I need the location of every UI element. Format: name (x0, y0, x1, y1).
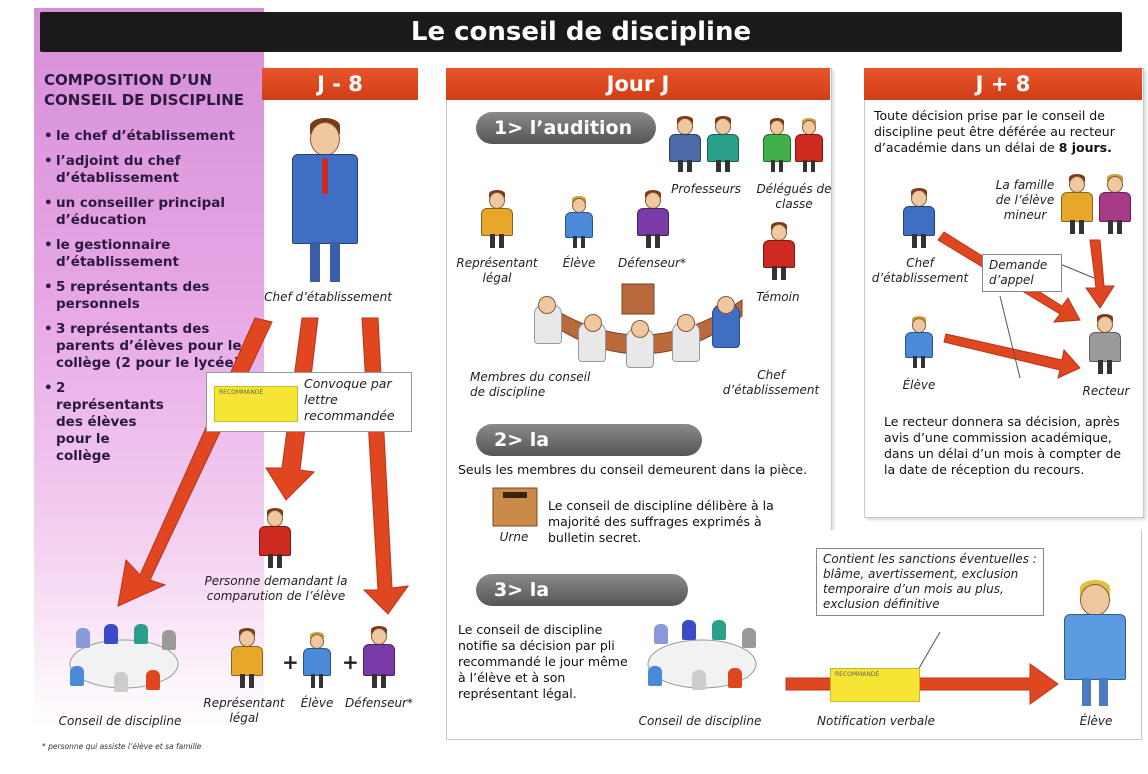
conseil-label-j8: Conseil de discipline (58, 714, 182, 728)
composition-heading: COMPOSITION D’UN CONSEIL DE DISCIPLINE (44, 71, 245, 109)
composition-item: 2 représentants des élèves pour le collè… (44, 380, 164, 465)
header-j-plus-8: J + 8 (864, 68, 1142, 100)
notifie-text: Le conseil de discipline notifie sa déci… (458, 622, 628, 701)
rep-legal-figure (230, 628, 264, 690)
jplus8-intro-text: Toute décision prise par le conseil de d… (874, 108, 1115, 155)
defenseur-figure (362, 626, 396, 690)
header-jour-j: Jour J (446, 68, 830, 100)
jourj-eleve-label: Élève (562, 256, 596, 270)
jplus8-eleve-label: Élève (902, 378, 936, 392)
seuls-text: Seuls les membres du conseil demeurent d… (458, 462, 808, 477)
plus-sign: + (342, 650, 359, 674)
page-title: Le conseil de discipline (40, 12, 1122, 52)
membres-seated-group (534, 296, 744, 374)
composition-item: l’adjoint du chef d’établissement (44, 153, 250, 187)
temoin-figure (762, 222, 796, 282)
plus-sign: + (282, 650, 299, 674)
recteur-label: Recteur (1082, 384, 1130, 398)
conseil-group-notif (644, 618, 764, 698)
membres-label: Membres du conseil de discipline (470, 370, 591, 399)
jplus8-eleve-figure (904, 316, 934, 370)
composition-item: 5 représentants des personnels (44, 279, 250, 313)
jourj-defenseur-label: Défenseur* (617, 256, 686, 270)
recteur-decision: Le recteur donnera sa décision, après av… (884, 414, 1122, 477)
chef-label: Chef d’établissement (264, 290, 392, 304)
footnote: * personne qui assiste l’élève et sa fam… (42, 742, 202, 751)
envelope-icon: RECOMMANDÉ (214, 386, 298, 422)
jplus8-chef-label: Chef d’établissement (871, 256, 969, 285)
sanctions-callout: Contient les sanctions éventuelles : blâ… (816, 548, 1044, 616)
step-deliberation: 2> la délibération (476, 424, 702, 483)
notif-verbale-label: Notification verbale (817, 714, 935, 728)
eleve-figure (302, 632, 332, 690)
jourj-rep-legal-figure (480, 190, 514, 250)
step-notification: 3> la notification (476, 574, 688, 633)
conseil-label-notif: Conseil de discipline (638, 714, 762, 728)
personne-label: Personne demandant la comparution de l’é… (204, 574, 348, 603)
eleve-final-label: Élève (1079, 714, 1113, 728)
defenseur-label: Défenseur* (344, 696, 413, 710)
step-audition: 1> l’audition (476, 112, 656, 144)
composition-item: le chef d’établissement (44, 128, 250, 145)
delibere-text: Le conseil de discipline délibère à la m… (548, 498, 774, 545)
famille-group (1060, 174, 1136, 236)
convoque-text: Convoque par lettre recommandée (304, 376, 395, 423)
jplus8-intro: Toute décision prise par le conseil de d… (874, 108, 1136, 156)
professeurs-label: Professeurs (671, 182, 741, 196)
famille-label: La famille de l’élève mineur (995, 178, 1055, 222)
jourj-defenseur-figure (636, 190, 670, 250)
jourj-chef-label: Chef d’établissement (722, 368, 820, 397)
jourj-eleve-figure (564, 196, 594, 250)
eleve-final-figure (1062, 580, 1128, 710)
composition-item: 3 représentants des parents d’élèves pou… (44, 321, 250, 372)
personne-figure (258, 508, 292, 570)
chef-figure-large (290, 118, 360, 288)
jplus8-intro-bold: 8 jours. (1058, 140, 1112, 155)
eleve-label: Élève (300, 696, 334, 710)
composition-item: un conseiller principal d’éducation (44, 195, 250, 229)
rep-legal-label: Représentant légal (203, 696, 285, 725)
composition-item: le gestionnaire d’établissement (44, 237, 250, 271)
professeurs-group (668, 116, 748, 176)
jourj-rep-legal-label: Représentant légal (456, 256, 538, 285)
demande-callout: Demande d’appel (982, 254, 1062, 292)
conseil-group-j8 (66, 622, 186, 702)
notif-envelope-icon: RECOMMANDÉ (830, 668, 920, 702)
recteur-figure (1088, 314, 1122, 376)
jplus8-chef-figure (902, 188, 936, 250)
delegues-group (762, 118, 826, 178)
urne-label: Urne (499, 530, 529, 544)
delegues-label: Délégués de classe (756, 182, 832, 211)
temoin-label: Témoin (756, 290, 800, 304)
header-j-minus-8: J - 8 (262, 68, 418, 100)
